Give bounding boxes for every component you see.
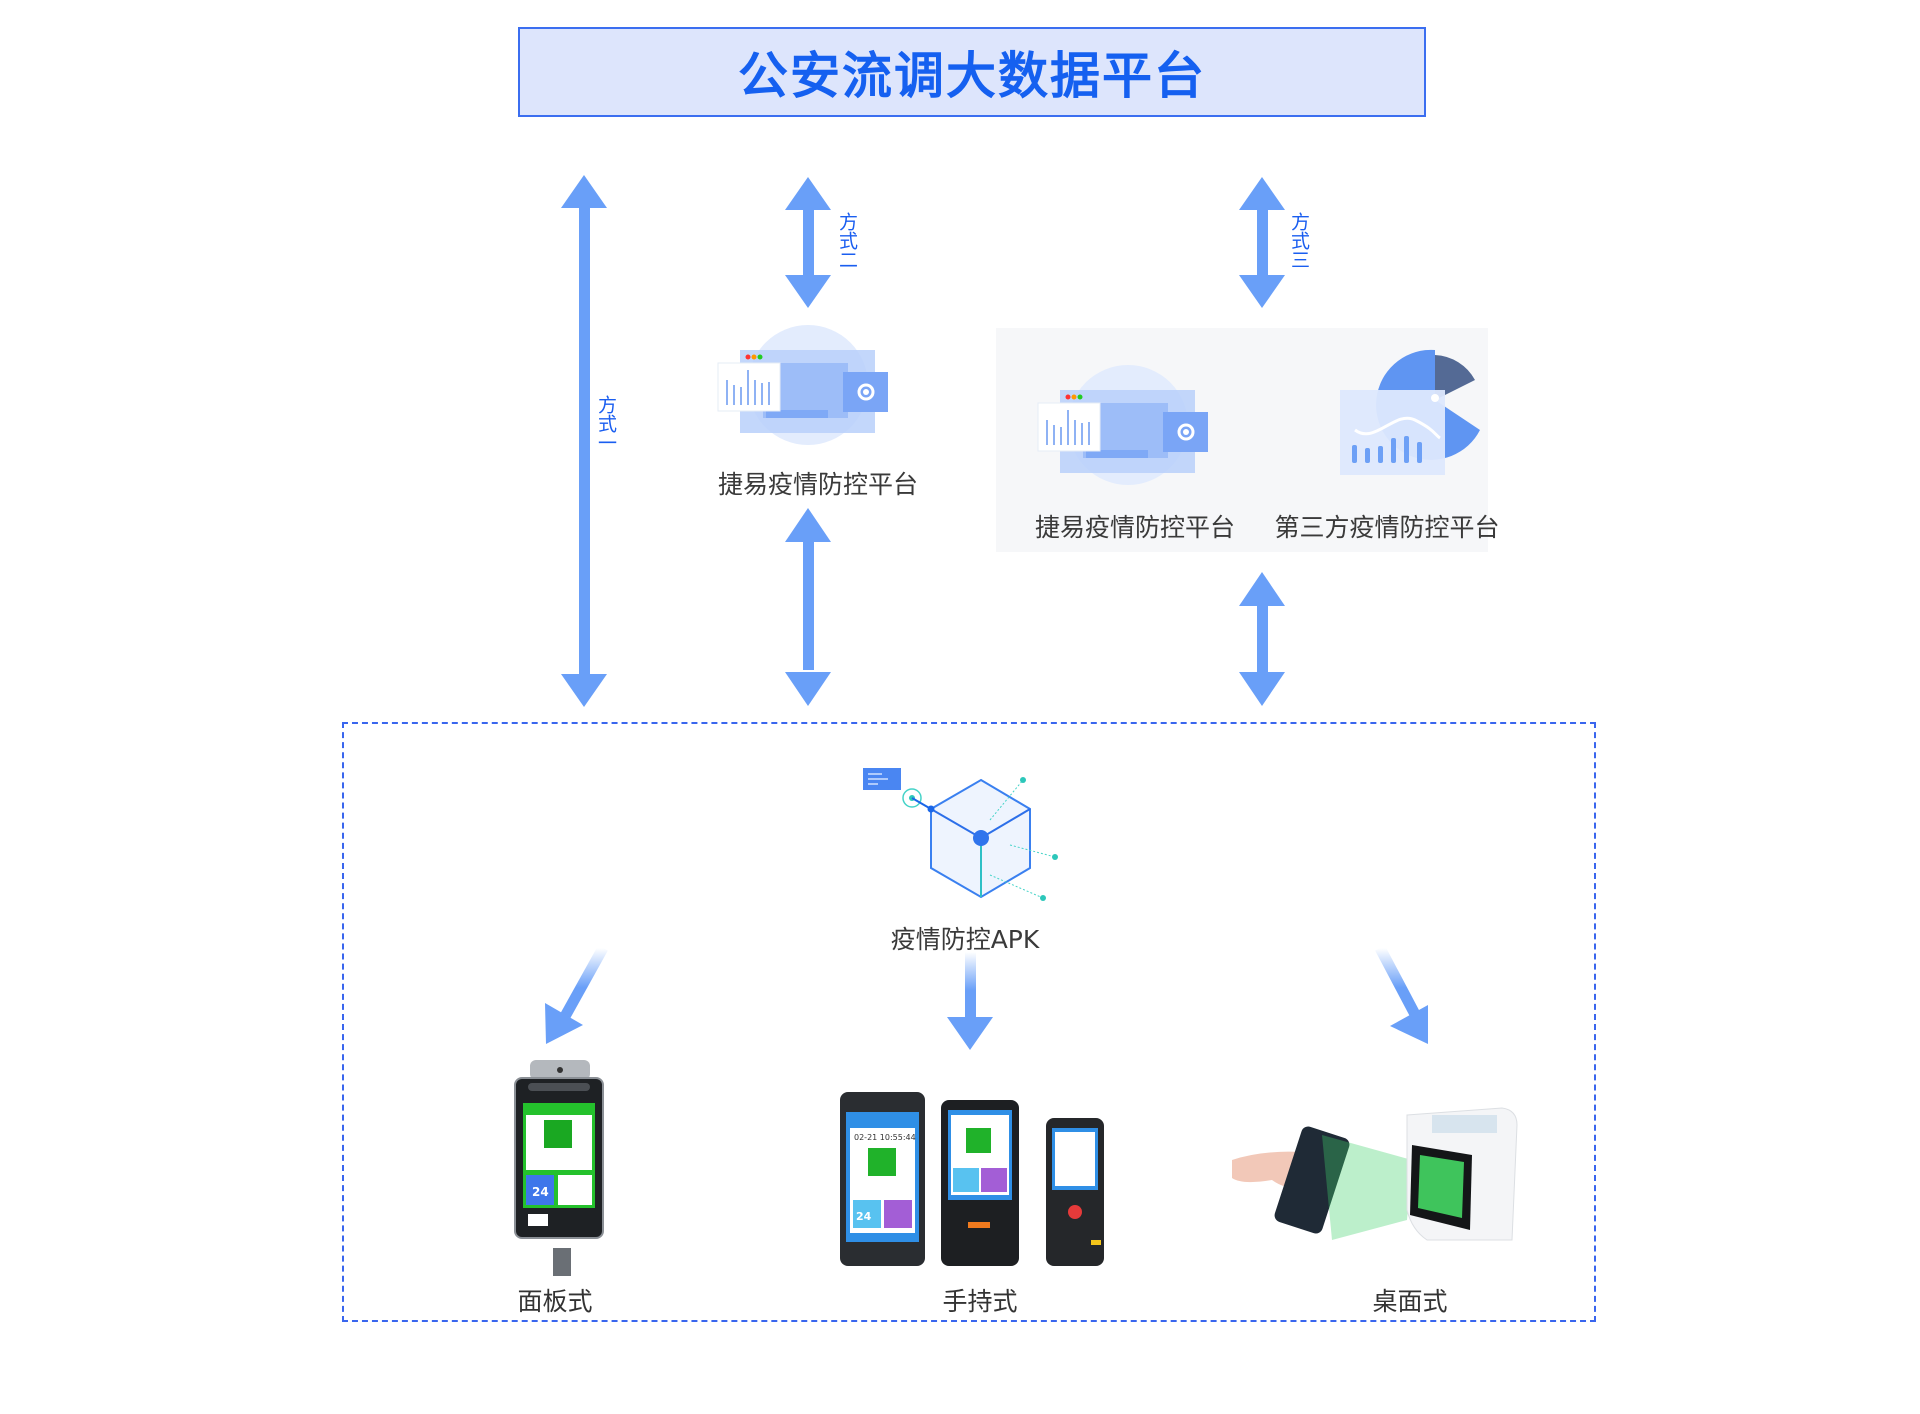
method-3-bottom-arrow: [1239, 572, 1285, 706]
desktop-device-label: 桌面式: [1372, 1287, 1448, 1316]
third-party-chart-illustration: [1340, 349, 1480, 475]
platform-illustration: [717, 325, 888, 445]
title-box: 公安流调大数据平台: [518, 27, 1426, 117]
platform-illustration-jieyi: [1037, 365, 1208, 485]
apk-label: 疫情防控APK: [890, 925, 1040, 954]
page-title: 公安流调大数据平台: [738, 47, 1206, 105]
arrow-to-desktop: [1375, 945, 1428, 1044]
handheld-device-label: 手持式: [942, 1287, 1018, 1316]
method-2-label: 方式二: [836, 212, 858, 269]
desktop-device: [1232, 1090, 1542, 1270]
handheld-screen-time: 02-21 10:55:44: [854, 1133, 916, 1142]
terminal-devices-box: [342, 722, 1596, 1322]
panel-screen-value: 24: [532, 1185, 549, 1199]
desktop-scanner-icon: [1232, 1107, 1518, 1241]
method-1-arrow: [561, 175, 607, 707]
third-party-platform-label: 第三方疫情防控平台: [1274, 513, 1500, 542]
method-2-top-arrow: [785, 177, 831, 308]
handheld-devices: 02-21 10:55:44 24: [838, 1090, 1108, 1270]
method-2-platform-label: 捷易疫情防控平台: [718, 470, 919, 499]
method-1-label: 方式一: [595, 395, 617, 452]
method-2-bottom-arrow: [785, 508, 831, 706]
panel-device: 24: [508, 1050, 618, 1280]
handheld-screen-value: 24: [856, 1210, 872, 1223]
method-3-jieyi-platform-label: 捷易疫情防控平台: [1034, 513, 1235, 542]
method-3-top-arrow: [1239, 177, 1285, 308]
method-3-label: 方式三: [1288, 212, 1310, 269]
handheld-terminal-icon: 02-21 10:55:44 24: [840, 1092, 1104, 1266]
panel-device-label: 面板式: [517, 1287, 593, 1316]
apk-cube-icon: [863, 768, 1058, 901]
arrow-to-handheld: [947, 952, 993, 1050]
panel-terminal-icon: 24: [514, 1060, 604, 1276]
arrow-to-panel: [545, 945, 608, 1044]
